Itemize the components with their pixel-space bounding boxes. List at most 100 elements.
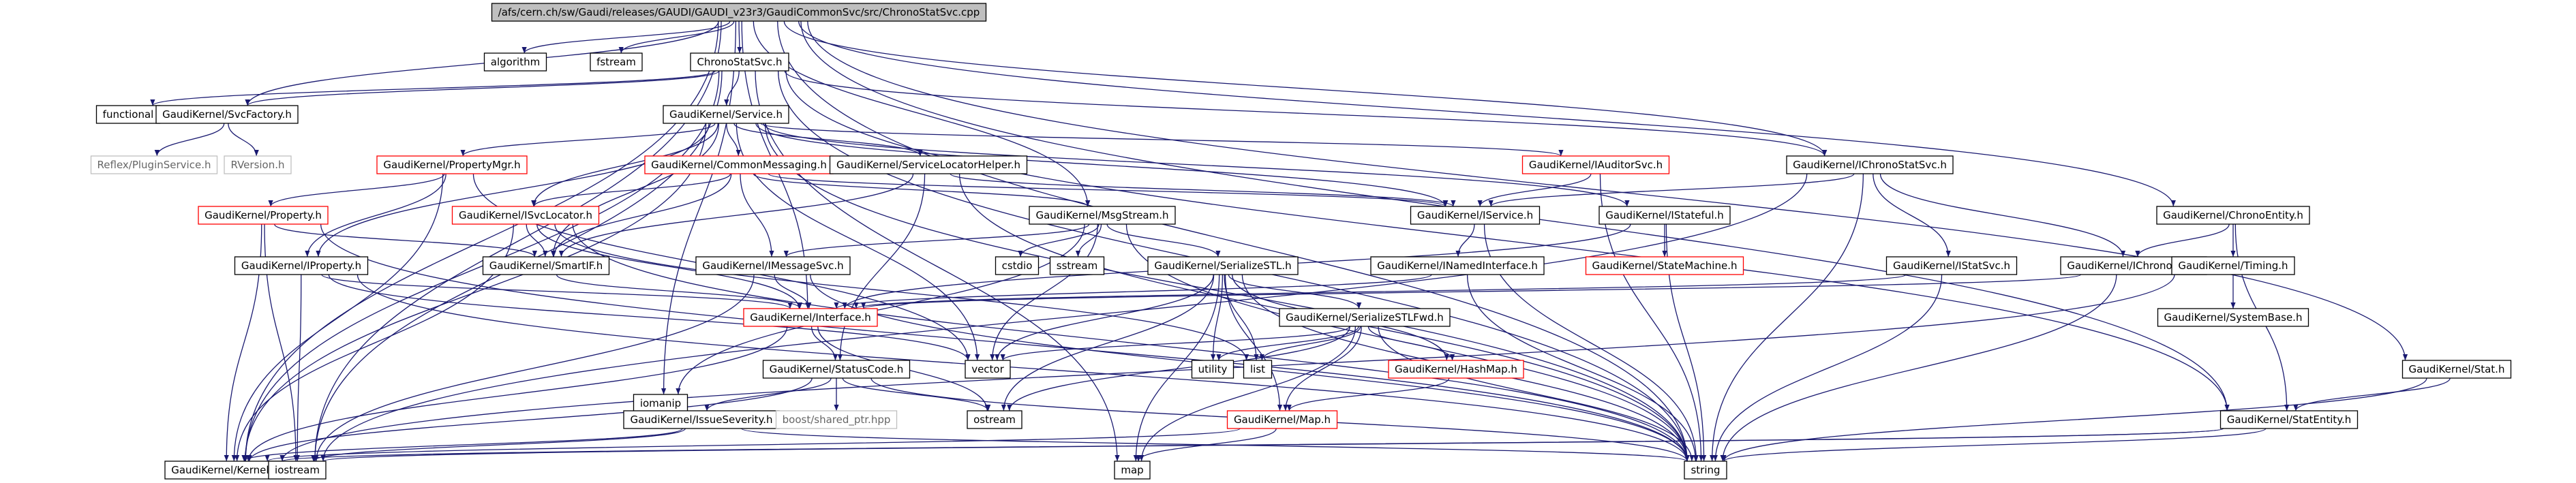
include-edge [1211,274,1224,361]
graph-node[interactable]: GaudiKernel/CommonMessaging.h [644,155,834,174]
graph-node[interactable]: GaudiKernel/ServiceLocatorHelper.h [829,155,1028,174]
node-box [965,360,1011,379]
include-edge [768,173,1449,207]
graph-node[interactable]: vector [965,360,1011,379]
include-edge [245,70,720,106]
graph-node[interactable]: GaudiKernel/SvcFactory.h [155,105,299,124]
graph-node[interactable]: GaudiKernel/IChronoStatSvc.h [1786,155,1954,174]
graph-node[interactable]: GaudiKernel/SystemBase.h [2157,308,2309,327]
graph-node[interactable]: sstream [1049,256,1105,275]
graph-node[interactable]: GaudiKernel/Interface.h [743,308,878,327]
graph-node[interactable]: GaudiKernel/IProperty.h [234,256,369,275]
node-label: GaudiKernel/PropertyMgr.h [383,159,520,171]
node-label: GaudiKernel/Timing.h [2178,260,2288,272]
include-edge [305,173,446,258]
node-box [1885,256,2018,275]
graph-node[interactable]: GaudiKernel/IStatSvc.h [1885,256,2018,275]
graph-node[interactable]: GaudiKernel/IAuditorSvc.h [1521,155,1670,174]
include-edge [245,326,788,462]
include-edge [737,20,742,54]
graph-node[interactable]: GaudiKernel/IService.h [1410,206,1541,225]
graph-node[interactable]: GaudiKernel/INamedInterface.h [1370,256,1545,275]
graph-node[interactable]: GaudiKernel/Map.h [1226,410,1338,429]
graph-node[interactable]: utility [1191,360,1234,379]
graph-node[interactable]: GaudiKernel/IStateful.h [1598,206,1731,225]
graph-node[interactable]: GaudiKernel/StatusCode.h [762,360,911,379]
graph-node[interactable]: GaudiKernel/SerializeSTL.h [1147,256,1299,275]
node-label: RVersion.h [230,159,284,171]
node-box [482,256,610,275]
node-label: GaudiKernel/INamedInterface.h [1377,260,1538,272]
graph-node[interactable]: algorithm [483,52,547,72]
node-box [224,155,292,174]
node-box [663,105,789,124]
node-label: GaudiKernel/IChronoSvc.h [2067,260,2200,272]
include-edge [1106,223,1221,258]
include-edge [704,377,832,411]
include-edge [558,173,914,258]
node-box [1147,256,1299,275]
graph-node[interactable]: ostream [967,410,1022,429]
graph-node[interactable]: GaudiKernel/Property.h [198,206,329,225]
graph-node[interactable]: GaudiKernel/SmartIF.h [482,256,610,275]
graph-node[interactable]: ChronoStatSvc.h [690,52,789,72]
include-edge [532,173,731,207]
include-edge [740,173,774,258]
graph-node[interactable]: map [1114,461,1151,480]
graph-node[interactable]: functional [95,105,161,124]
node-label: iostream [275,464,320,476]
node-box [164,461,286,480]
graph-node: RVersion.h [224,155,292,174]
graph-node[interactable]: GaudiKernel/Stat.h [2401,360,2512,379]
include-edge [753,173,1091,207]
include-edge [572,223,1690,462]
node-box [829,155,1028,174]
graph-node[interactable]: cstdio [995,256,1040,275]
include-edge [1721,377,2427,462]
graph-node[interactable]: GaudiKernel/SerializeSTLFwd.h [1279,308,1451,327]
graph-node[interactable]: string [1684,461,1727,480]
include-edge [783,223,1090,258]
include-edge [294,274,302,462]
graph-node[interactable]: iomanip [633,394,688,413]
include-edge [1000,326,1350,361]
node-box [967,410,1022,429]
include-edge [328,274,971,361]
graph-node[interactable]: GaudiKernel/Service.h [663,105,789,124]
node-label: algorithm [491,56,540,68]
include-edge [1216,326,1359,361]
graph-node[interactable]: list [1243,360,1273,379]
node-label: GaudiKernel/IChronoStatSvc.h [1793,159,1947,171]
node-box [376,155,528,174]
graph-node[interactable]: fstream [590,52,643,72]
graph-node[interactable]: /afs/cern.ch/sw/Gaudi/releases/GAUDI/GAU… [491,3,987,22]
include-edge [1075,223,1102,258]
graph-node[interactable]: iostream [268,461,327,480]
include-edge [1224,274,1283,411]
include-edge [834,274,1432,309]
include-edge [247,377,813,462]
graph-node[interactable]: GaudiKernel/Kernel.h [164,461,286,480]
include-edge [280,428,2224,462]
graph-node[interactable]: GaudiKernel/IMessageSvc.h [695,256,851,275]
graph-node[interactable]: GaudiKernel/IssueSeverity.h [623,410,780,429]
node-box [2156,206,2310,225]
node-box [1684,461,1727,480]
include-edge [320,223,1690,462]
include-edge [1466,274,1699,462]
graph-node[interactable]: GaudiKernel/ChronoEntity.h [2156,206,2310,225]
include-edge [990,223,1098,361]
graph-node[interactable]: GaudiKernel/PropertyMgr.h [376,155,528,174]
graph-node[interactable]: GaudiKernel/ISvcLocator.h [451,206,600,225]
node-box [1243,360,1273,379]
graph-node[interactable]: GaudiKernel/StateMachine.h [1585,256,1744,275]
include-edge [231,173,444,462]
graph-node[interactable]: GaudiKernel/Timing.h [2171,256,2295,275]
graph-node[interactable]: GaudiKernel/MsgStream.h [1029,206,1176,225]
graph-node[interactable]: GaudiKernel/StatEntity.h [2219,410,2359,429]
node-label: GaudiKernel/Interface.h [750,311,871,324]
node-label: GaudiKernel/SmartIF.h [489,260,603,272]
graph-node[interactable]: GaudiKernel/HashMap.h [1388,360,1524,379]
include-edge [1488,173,1855,207]
